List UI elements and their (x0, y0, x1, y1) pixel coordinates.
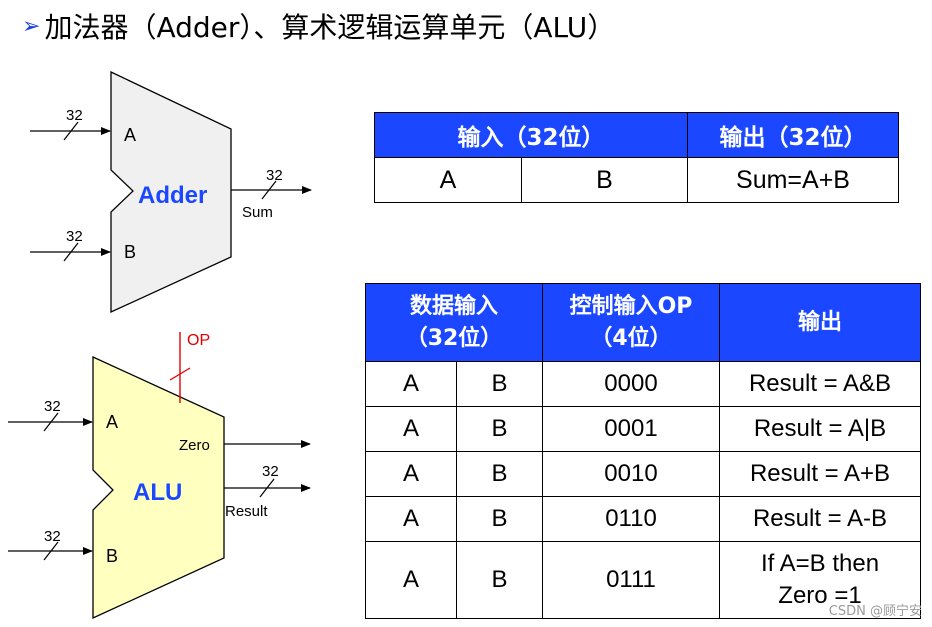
cell-op: 0010 (542, 451, 720, 497)
alu-shape (92, 355, 225, 620)
header-input: 输入（32位） (373, 112, 689, 158)
adder-name: Adder (138, 182, 207, 209)
cell-a: A (365, 451, 457, 497)
table-row: A B 0001 Result = A|B (365, 406, 921, 452)
cell-b: B (456, 361, 543, 407)
watermark: CSDN @顾宁安 (828, 604, 922, 619)
page-title: ➢ 加法器（Adder）、算术逻辑运算单元（ALU） (22, 2, 615, 50)
cell-a: A (365, 406, 457, 452)
cell-op: 0111 (542, 541, 720, 619)
table-row: A B 0111 If A=B then Zero =1 (365, 541, 921, 619)
table-row: A B 0000 Result = A&B (365, 361, 921, 407)
table-row: A B 0010 Result = A+B (365, 451, 921, 497)
alu-input-b-bus-slash (43, 541, 59, 561)
adder-input-a-bus-slash (63, 121, 79, 141)
cell-b: B (456, 496, 543, 542)
header-output: 输出（32位） (687, 112, 900, 158)
alu-name: ALU (133, 479, 182, 506)
cell-a: A (365, 496, 457, 542)
adder-output-bus-slash (261, 180, 277, 200)
cell-input-b: B (520, 157, 689, 203)
cell-output: If A=B then Zero =1 (719, 541, 921, 619)
alu-op-table: 数据输入 （32位） 控制输入OP （4位） 输出 A B 0000 Resul… (365, 283, 921, 619)
alu-op-bus-slash (169, 367, 191, 381)
alu-zero-label: Zero (179, 437, 210, 454)
alu-block: ALU OP 32 A 32 B Zero 32 Result (8, 332, 311, 620)
header-data-input: 数据输入 （32位） (365, 283, 543, 362)
cell-a: A (365, 361, 457, 407)
cell-a: A (365, 541, 457, 619)
header-control-input: 控制输入OP （4位） (542, 283, 720, 362)
adder-shape (110, 70, 232, 314)
alu-input-a-label: A (106, 412, 118, 432)
adder-input-b-bus-slash (63, 242, 79, 262)
alu-result-width: 32 (262, 463, 279, 480)
arrow-bullet-icon: ➢ (22, 13, 41, 39)
cell-b: B (456, 451, 543, 497)
adder-io-table: 输入（32位） 输出（32位） A B Sum=A+B (373, 112, 900, 203)
cell-b: B (456, 406, 543, 452)
adder-output-width: 32 (266, 167, 283, 184)
title-text: 加法器（Adder）、算术逻辑运算单元（ALU） (44, 11, 616, 44)
cell-output: Result = A|B (719, 406, 921, 452)
alu-input-b-width: 32 (44, 528, 61, 545)
alu-result-label: Result (225, 503, 268, 520)
table-header-row: 输入（32位） 输出（32位） (373, 112, 900, 158)
header-output: 输出 (719, 283, 921, 362)
cell-output: Result = A+B (719, 451, 921, 497)
adder-input-a-width: 32 (66, 107, 83, 124)
table-row: A B 0110 Result = A-B (365, 496, 921, 542)
adder-input-b-width: 32 (66, 228, 83, 245)
cell-output: Result = A-B (719, 496, 921, 542)
adder-input-b-label: B (124, 242, 136, 262)
adder-block: Adder 32 A 32 B 32 Sum (30, 70, 312, 314)
cell-input-a: A (374, 157, 522, 203)
alu-op-label: OP (187, 332, 210, 349)
cell-b: B (456, 541, 543, 619)
alu-input-b-label: B (106, 546, 118, 566)
table-row: A B Sum=A+B (374, 157, 900, 203)
table-header-row: 数据输入 （32位） 控制输入OP （4位） 输出 (365, 283, 921, 362)
cell-output: Result = A&B (719, 361, 921, 407)
alu-input-a-bus-slash (43, 412, 59, 432)
adder-input-a-label: A (124, 125, 136, 145)
alu-input-a-width: 32 (44, 398, 61, 415)
cell-op: 0000 (542, 361, 720, 407)
cell-op: 0001 (542, 406, 720, 452)
alu-result-bus-slash (259, 478, 275, 498)
cell-op: 0110 (542, 496, 720, 542)
cell-output: Sum=A+B (687, 157, 900, 203)
adder-output-label: Sum (242, 204, 273, 221)
